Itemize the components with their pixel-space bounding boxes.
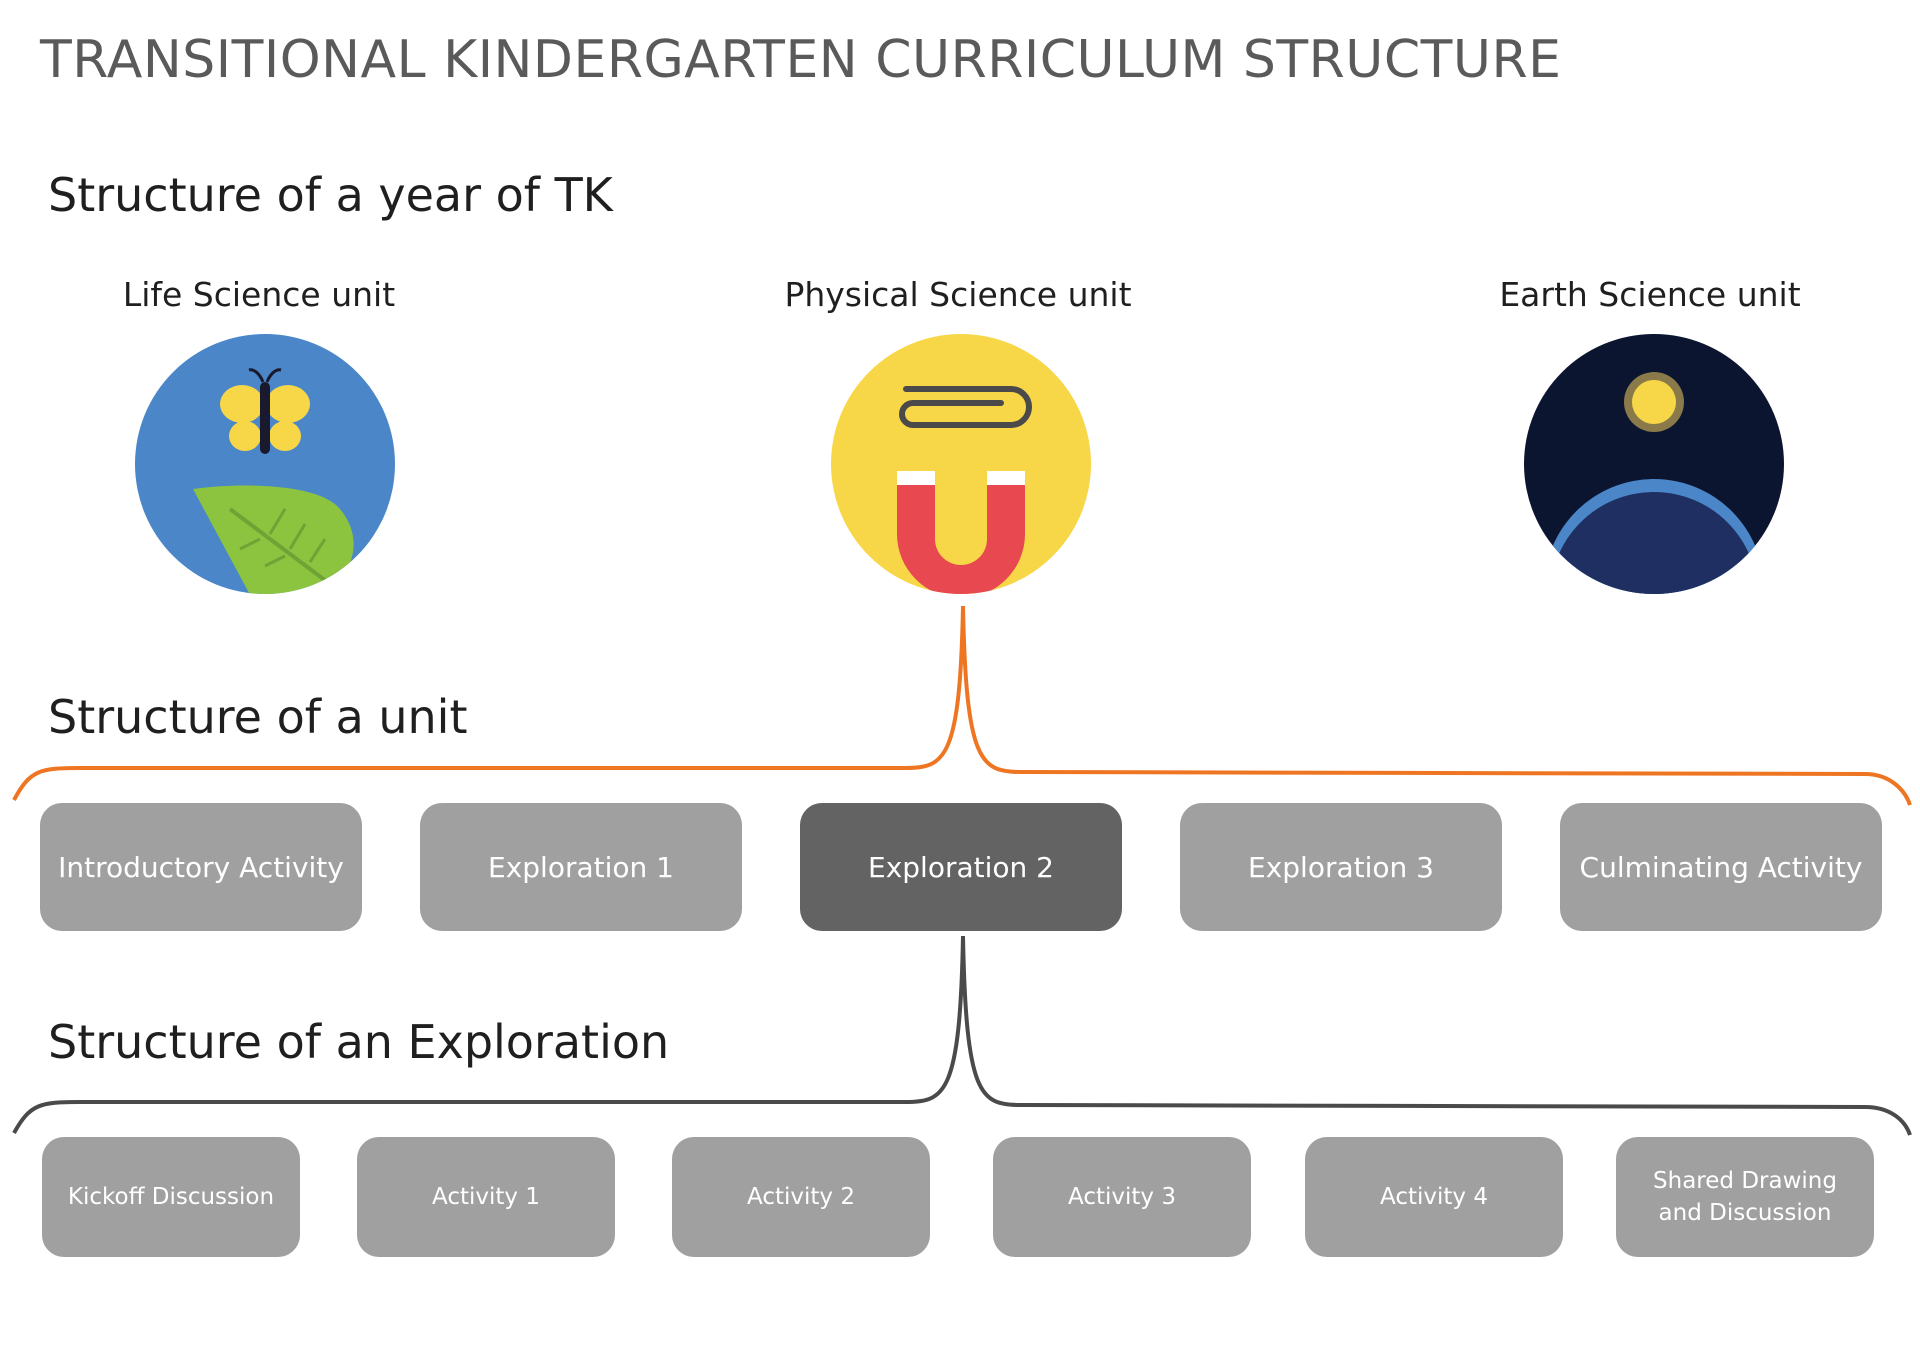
unit-box-exploration-3[interactable]: Exploration 3	[1180, 803, 1502, 931]
exploration-box-kickoff-discussion[interactable]: Kickoff Discussion	[42, 1137, 300, 1257]
exploration-box-shared-drawing[interactable]: Shared Drawing and Discussion	[1616, 1137, 1874, 1257]
page-title: TRANSITIONAL KINDERGARTEN CURRICULUM STR…	[40, 30, 1562, 90]
magnet-paperclip-icon[interactable]	[831, 334, 1091, 594]
exploration-box-activity-1[interactable]: Activity 1	[357, 1137, 615, 1257]
unit-box-exploration-2[interactable]: Exploration 2	[800, 803, 1122, 931]
section-title-exploration: Structure of an Exploration	[48, 1015, 670, 1069]
exploration-box-activity-2[interactable]: Activity 2	[672, 1137, 930, 1257]
exploration-box-activity-3[interactable]: Activity 3	[993, 1137, 1251, 1257]
life-science-unit-label: Life Science unit	[122, 275, 396, 314]
section-title-year: Structure of a year of TK	[48, 168, 613, 222]
butterfly-leaf-icon[interactable]	[135, 334, 395, 594]
section-title-unit: Structure of a unit	[48, 690, 468, 744]
sun-earth-icon[interactable]	[1524, 334, 1784, 594]
unit-box-introductory-activity[interactable]: Introductory Activity	[40, 803, 362, 931]
unit-bracket	[12, 605, 1912, 806]
exploration-box-activity-4[interactable]: Activity 4	[1305, 1137, 1563, 1257]
physical-science-unit-label: Physical Science unit	[784, 275, 1132, 314]
unit-box-culminating-activity[interactable]: Culminating Activity	[1560, 803, 1882, 931]
earth-science-unit-label: Earth Science unit	[1499, 275, 1801, 314]
unit-box-exploration-1[interactable]: Exploration 1	[420, 803, 742, 931]
exploration-bracket	[12, 935, 1912, 1136]
